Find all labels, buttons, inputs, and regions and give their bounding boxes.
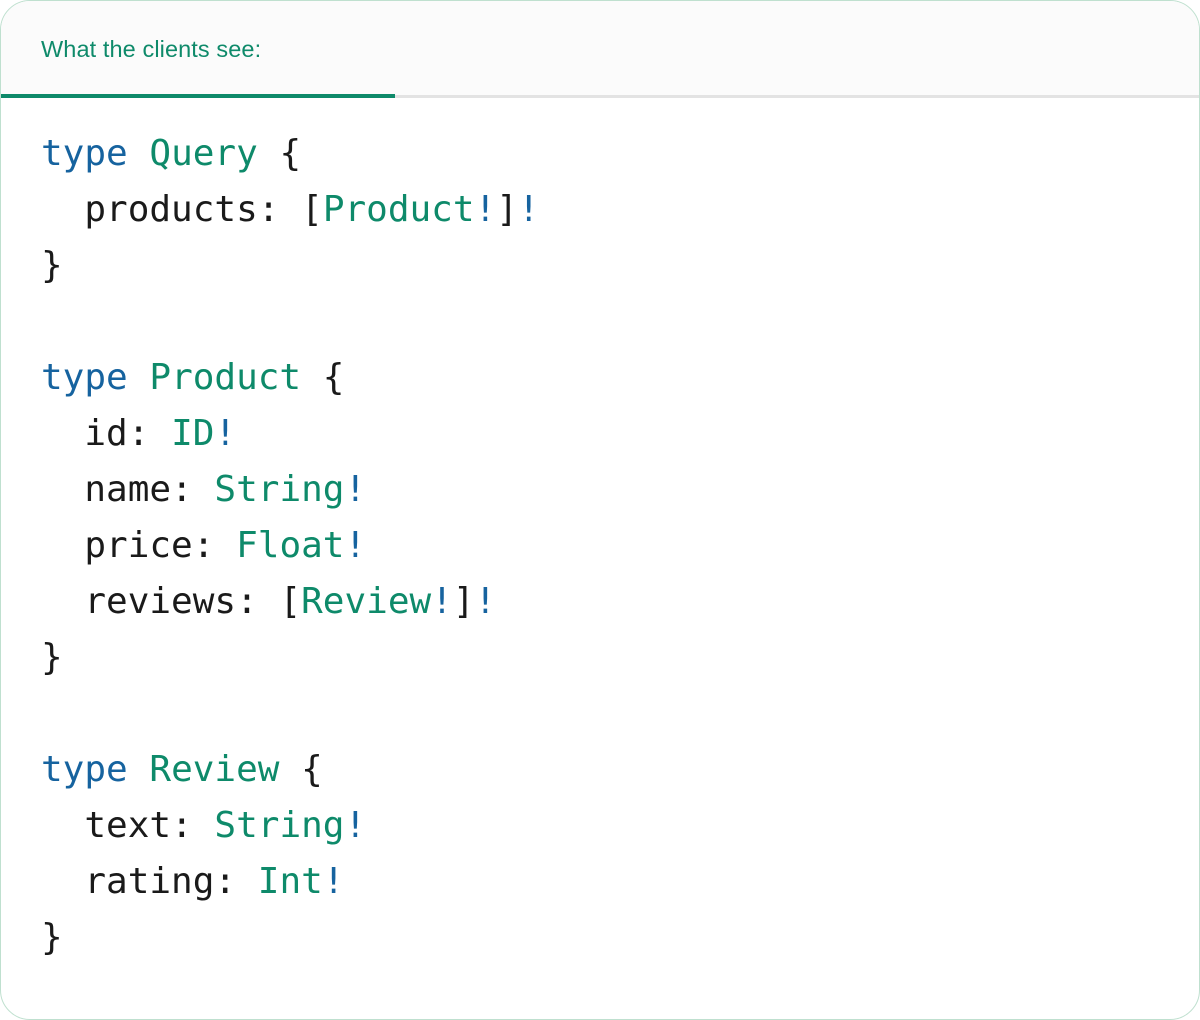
tab-label: What the clients see:: [41, 36, 262, 62]
code-token-bang: !: [517, 189, 540, 230]
code-token-field: price:: [84, 525, 215, 566]
code-token-type: Query: [149, 133, 258, 174]
code-token-plain: [128, 357, 150, 398]
code-blank-line: [1, 686, 1199, 742]
code-token-bang: !: [474, 189, 497, 230]
code-line: reviews: [Review!]!: [1, 574, 1199, 630]
code-token-plain: [128, 749, 150, 790]
code-line: type Query {: [1, 126, 1199, 182]
code-token-plain: [258, 581, 280, 622]
code-token-type: ID: [171, 413, 215, 454]
code-token-type: Float: [236, 525, 345, 566]
code-token-punct: }: [41, 245, 63, 286]
code-line: rating: Int!: [1, 854, 1199, 910]
code-token-plain: [279, 189, 301, 230]
code-line: type Review {: [1, 742, 1199, 798]
code-line: }: [1, 238, 1199, 294]
code-token-bang: !: [474, 581, 497, 622]
code-token-type: Product: [149, 357, 302, 398]
graphql-schema-code: type Query { products: [Product!]!}type …: [1, 98, 1199, 966]
code-token-punct: }: [41, 917, 63, 958]
code-line: text: String!: [1, 798, 1199, 854]
code-token-bang: !: [344, 805, 367, 846]
code-token-plain: [128, 133, 150, 174]
code-blank-line: [1, 294, 1199, 350]
code-token-bang: !: [344, 469, 367, 510]
code-token-type: Review: [301, 581, 432, 622]
code-token-plain: [149, 413, 171, 454]
code-token-punct: ]: [452, 581, 475, 622]
code-token-punct: [: [301, 189, 323, 230]
tab-what-the-clients-see[interactable]: What the clients see:: [1, 1, 395, 98]
code-token-type: Int: [257, 861, 323, 902]
code-token-bang: !: [322, 861, 345, 902]
code-line: products: [Product!]!: [1, 182, 1199, 238]
code-token-plain: [258, 133, 280, 174]
code-token-punct: [: [279, 581, 302, 622]
code-token-field: products:: [84, 189, 280, 230]
code-token-punct: {: [322, 357, 345, 398]
code-token-keyword: type: [41, 357, 128, 398]
code-token-type: Review: [149, 749, 280, 790]
code-token-keyword: type: [41, 749, 128, 790]
code-token-type: String: [214, 805, 345, 846]
code-line: type Product {: [1, 350, 1199, 406]
code-token-field: reviews:: [84, 581, 258, 622]
code-token-field: name:: [84, 469, 193, 510]
code-token-bang: !: [431, 581, 453, 622]
code-token-field: id:: [84, 413, 150, 454]
code-token-punct: }: [41, 637, 63, 678]
tab-strip: What the clients see:: [1, 1, 1199, 98]
code-line: }: [1, 910, 1199, 966]
code-token-punct: {: [279, 133, 302, 174]
code-token-plain: [279, 749, 301, 790]
code-token-plain: [193, 469, 215, 510]
code-token-field: rating:: [84, 861, 237, 902]
code-token-plain: [236, 861, 258, 902]
code-token-bang: !: [214, 413, 237, 454]
code-token-plain: [193, 805, 215, 846]
code-line: }: [1, 630, 1199, 686]
code-line: name: String!: [1, 462, 1199, 518]
code-token-type: Product: [322, 189, 475, 230]
code-token-plain: [301, 357, 323, 398]
code-line: id: ID!: [1, 406, 1199, 462]
code-token-type: String: [214, 469, 345, 510]
code-line: price: Float!: [1, 518, 1199, 574]
code-token-bang: !: [344, 525, 367, 566]
code-token-field: text:: [84, 805, 193, 846]
code-token-punct: {: [301, 749, 323, 790]
code-token-punct: ]: [496, 189, 518, 230]
code-token-keyword: type: [41, 133, 128, 174]
code-token-plain: [214, 525, 236, 566]
